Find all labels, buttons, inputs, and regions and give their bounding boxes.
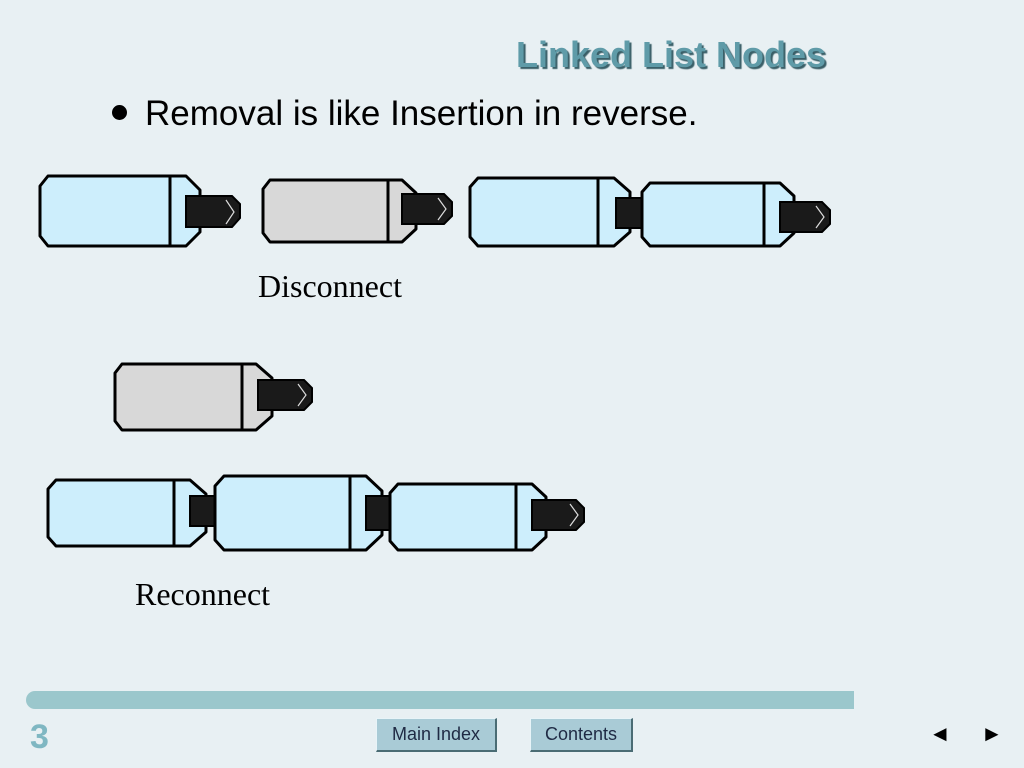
node-c-reconnected <box>213 474 384 552</box>
previous-slide-icon[interactable]: ◄ <box>929 721 951 746</box>
slide-title: Linked List Nodes <box>516 34 827 75</box>
node-removed-connector <box>401 193 453 225</box>
node-c <box>468 176 632 248</box>
node-removed-lifted <box>113 362 274 432</box>
reconnect-caption: Reconnect <box>135 576 271 612</box>
bullet-text: Removal is like Insertion in reverse. <box>145 94 698 133</box>
disconnect-caption: Disconnect <box>258 268 402 304</box>
main-index-button[interactable]: Main Index <box>376 718 497 752</box>
node-d-reconnected <box>388 482 548 552</box>
node-removed <box>261 178 418 244</box>
page-number: 3 <box>30 718 49 756</box>
node-d-connector <box>779 201 831 233</box>
footer-bar <box>26 691 854 709</box>
node-d <box>640 181 796 248</box>
node-a-connector <box>185 195 241 228</box>
bullet-dot-icon <box>112 105 127 121</box>
node-removed-lifted-connector <box>257 379 313 411</box>
bullet-item: Removal is like Insertion in reverse. <box>112 94 697 134</box>
contents-button[interactable]: Contents <box>530 718 633 752</box>
node-d-reconnected-connector <box>531 499 585 531</box>
next-slide-icon[interactable]: ► <box>981 721 1003 746</box>
node-a <box>38 174 202 248</box>
node-a-reconnected <box>46 478 208 548</box>
